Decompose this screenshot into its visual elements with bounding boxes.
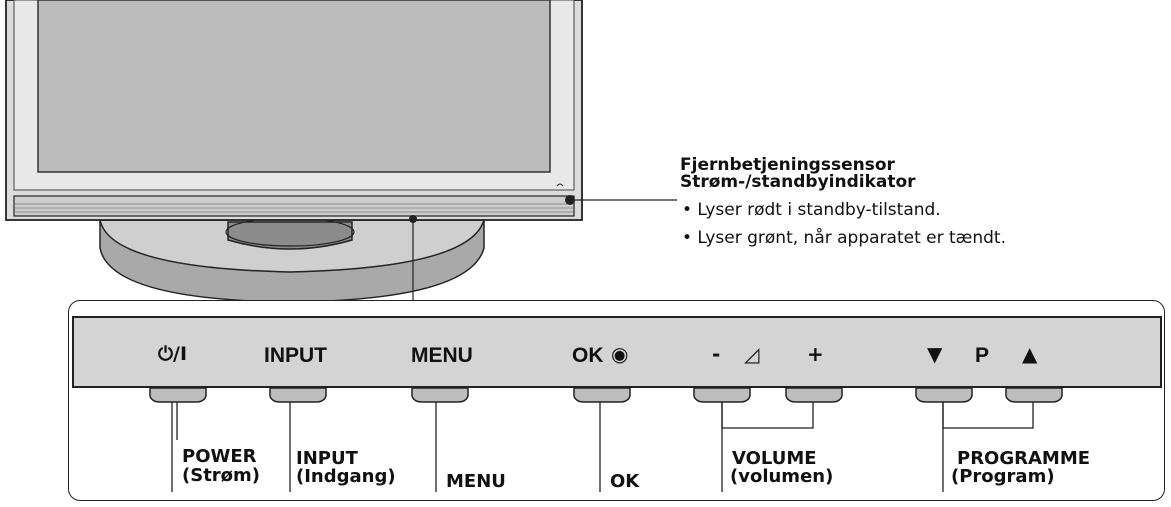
programme-up-button	[1005, 387, 1063, 403]
caption-volume-sub: (volumen)	[730, 466, 834, 487]
caption-volume: VOLUME	[732, 448, 817, 469]
caption-power: POWER	[182, 446, 257, 467]
ok-button	[573, 387, 631, 403]
tv-screen	[37, 0, 551, 173]
indicator-bullet-green: • Lyser grønt, når apparatet er tændt.	[682, 228, 1006, 248]
input-button	[269, 387, 327, 403]
volume-minus-icon: -	[712, 342, 721, 366]
volume-down-button	[693, 387, 751, 403]
panel-label-p: P	[975, 344, 990, 367]
ok-circle-icon: ◉	[611, 342, 629, 366]
panel-label-menu: MENU	[411, 344, 473, 367]
tv-stand-neck	[227, 221, 353, 250]
programme-up-icon: ▲	[1022, 342, 1038, 366]
menu-button	[411, 387, 469, 403]
indicator-title-sensor: Fjernbetjeningssensor	[680, 155, 895, 175]
caption-input: INPUT	[296, 448, 358, 469]
control-panel-strip	[72, 316, 1162, 388]
indicator-bullet-red: • Lyser rødt i standby-tilstand.	[682, 200, 941, 220]
power-button	[149, 387, 207, 403]
volume-plus-icon: +	[807, 342, 824, 366]
volume-up-button	[785, 387, 843, 403]
panel-label-ok: OK	[572, 344, 604, 367]
indicator-title-standby: Strøm-/standbyindikator	[680, 172, 916, 192]
programme-down-icon: ▼	[927, 342, 943, 366]
tv-speaker-strip	[13, 195, 575, 217]
caption-menu: MENU	[446, 471, 506, 492]
caption-ok: OK	[610, 471, 640, 492]
caption-input-sub: (Indgang)	[296, 466, 396, 487]
caption-programme: PROGRAMME	[957, 448, 1091, 469]
programme-down-button	[915, 387, 973, 403]
power-icon: ⏻/I	[158, 343, 188, 365]
panel-label-input: INPUT	[264, 344, 327, 367]
volume-icon: ◿	[744, 342, 760, 366]
caption-power-sub: (Strøm)	[182, 465, 261, 486]
caption-programme-sub: (Program)	[951, 466, 1055, 487]
